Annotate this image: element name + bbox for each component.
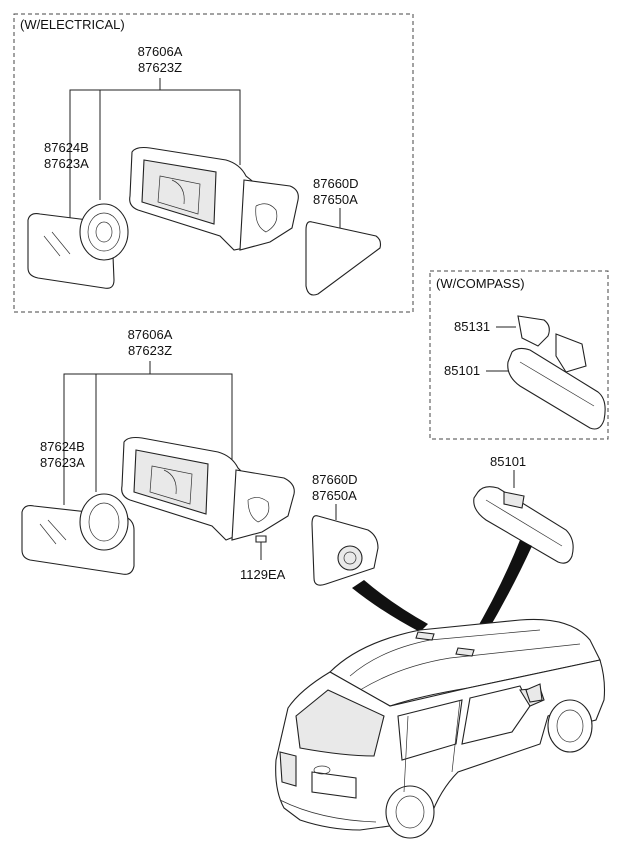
mirror-mount bbox=[503, 491, 525, 509]
vehicle-rear-window bbox=[295, 689, 385, 757]
compass-group: (W/COMPASS) 85131 85101 bbox=[429, 270, 609, 440]
bolt-part-no[interactable]: 1129EA bbox=[240, 567, 286, 582]
electrical-group-title: (W/ELECTRICAL) bbox=[20, 17, 125, 32]
compass-inside-mirror bbox=[507, 347, 606, 430]
compass-mount-cover bbox=[517, 315, 550, 347]
manual-inside-mirror-part-no[interactable]: 85101 bbox=[490, 454, 526, 469]
manual-group: 87606A 87623Z 87624B 87623A 1129EA 87660… bbox=[21, 327, 574, 644]
electrical-assy-part-no-1[interactable]: 87606A bbox=[138, 44, 183, 59]
electrical-cover-part-no-2[interactable]: 87650A bbox=[313, 192, 358, 207]
vehicle-side-window-front bbox=[461, 685, 531, 745]
manual-inside-mirror bbox=[473, 486, 574, 564]
manual-assy-part-no-1[interactable]: 87606A bbox=[128, 327, 173, 342]
manual-assy-leader bbox=[63, 373, 233, 505]
electrical-triangle-cover bbox=[305, 221, 382, 296]
compass-cover-part-no[interactable]: 85131 bbox=[454, 319, 490, 334]
vehicle-side-mirror bbox=[525, 683, 543, 703]
electrical-group: (W/ELECTRICAL) 87606A 87623Z 87624B 8762… bbox=[13, 13, 414, 313]
vehicle-rear-wheel bbox=[385, 785, 435, 839]
electrical-glass-part-no-1[interactable]: 87624B bbox=[44, 140, 89, 155]
manual-base-gasket bbox=[231, 469, 295, 541]
cover-location-arrow bbox=[352, 580, 428, 632]
electrical-assy-part-no-2[interactable]: 87623Z bbox=[138, 60, 182, 75]
electrical-glass-part-no-2[interactable]: 87623A bbox=[44, 156, 89, 171]
compass-group-title: (W/COMPASS) bbox=[436, 276, 525, 291]
manual-glass-part-no-1[interactable]: 87624B bbox=[40, 439, 85, 454]
electrical-group-border bbox=[13, 13, 414, 313]
manual-actuator bbox=[79, 493, 129, 551]
bolt bbox=[255, 535, 267, 543]
manual-cover-part-no-1[interactable]: 87660D bbox=[312, 472, 358, 487]
compass-connector bbox=[555, 333, 587, 373]
vehicle-front-wheel bbox=[547, 699, 593, 753]
compass-mirror-part-no[interactable]: 85101 bbox=[444, 363, 480, 378]
manual-glass-part-no-2[interactable]: 87623A bbox=[40, 455, 85, 470]
vehicle-illustration bbox=[275, 618, 606, 839]
electrical-actuator bbox=[79, 203, 129, 261]
vehicle-plate bbox=[311, 771, 357, 799]
mirror-location-arrow bbox=[470, 540, 532, 644]
tweeter-speaker bbox=[337, 545, 363, 571]
manual-assy-part-no-2[interactable]: 87623Z bbox=[128, 343, 172, 358]
compass-group-border bbox=[429, 270, 609, 440]
vehicle-side-window-rear bbox=[397, 699, 463, 761]
manual-cover-part-no-2[interactable]: 87650A bbox=[312, 488, 357, 503]
vehicle-tail-lamp bbox=[279, 751, 297, 787]
electrical-base-gasket bbox=[239, 179, 299, 251]
electrical-cover-part-no-1[interactable]: 87660D bbox=[313, 176, 359, 191]
electrical-assy-leader bbox=[69, 89, 241, 225]
vehicle-roof bbox=[329, 618, 601, 707]
